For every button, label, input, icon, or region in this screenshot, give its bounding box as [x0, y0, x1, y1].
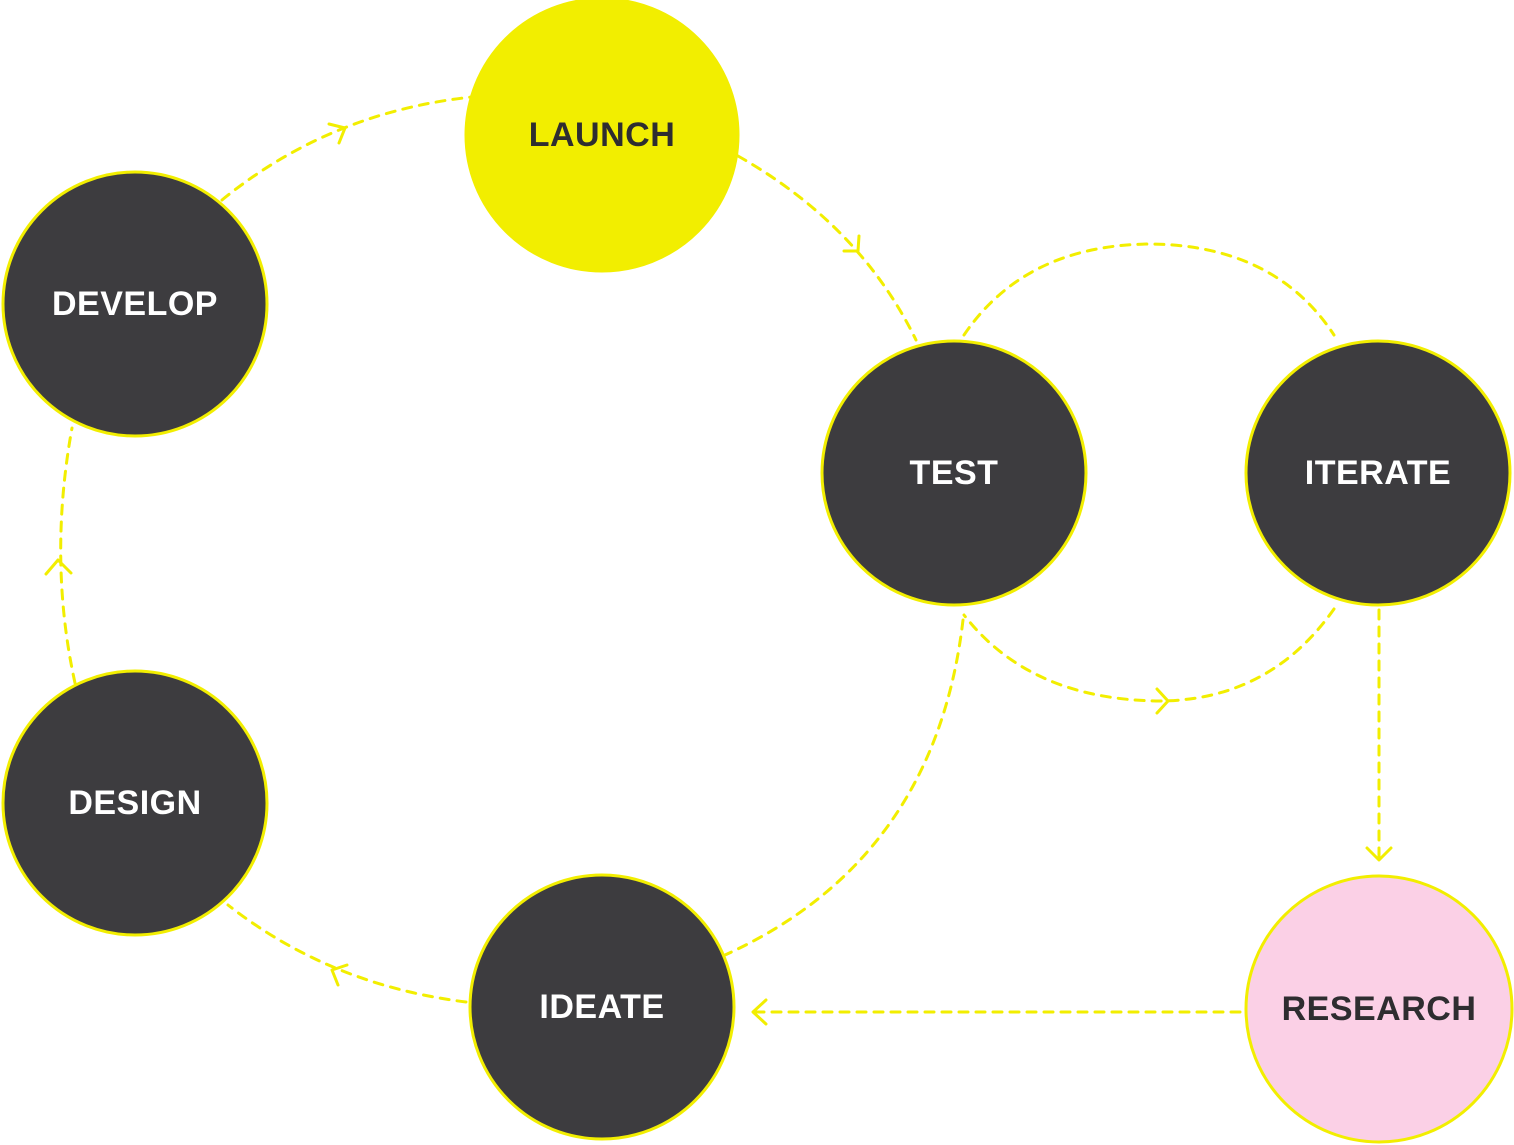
connector-test-to-iterate-top: [962, 242, 1336, 337]
connector-launch-to-test: [736, 154, 918, 342]
node-develop-circle: [1, 170, 269, 438]
node-test-label: TEST: [910, 454, 999, 492]
arrow-head-to-launch-icon: [327, 122, 347, 145]
connector-ideate-to-design: [226, 903, 468, 1004]
node-launch-circle: [464, 0, 740, 273]
node-test[interactable]: TEST: [820, 339, 1088, 607]
node-design-label: DESIGN: [68, 784, 201, 822]
arrow-head-to-develop-icon: [44, 558, 73, 576]
node-ideate-circle: [468, 873, 736, 1141]
arrow-head-to-test-icon: [842, 234, 861, 253]
node-iterate[interactable]: ITERATE: [1244, 339, 1512, 607]
node-test-circle: [820, 339, 1088, 607]
arrow-head-to-design-icon: [330, 963, 349, 987]
node-launch-label: LAUNCH: [529, 116, 676, 154]
node-iterate-circle: [1244, 339, 1512, 607]
arrow-head-bottom-loop-icon: [1155, 687, 1170, 715]
node-ideate[interactable]: IDEATE: [468, 873, 736, 1141]
node-develop-label: DEVELOP: [52, 285, 218, 323]
arrow-heads: [44, 122, 1393, 1026]
connector-iterate-to-test-bottom: [962, 607, 1336, 703]
node-ideate-label: IDEATE: [539, 988, 664, 1026]
node-design[interactable]: DESIGN: [1, 669, 269, 937]
connector-develop-to-launch: [220, 95, 474, 202]
connectors: [59, 95, 1381, 1014]
arrow-head-to-research-icon: [1365, 846, 1393, 862]
arrow-head-to-ideate-icon: [751, 998, 768, 1026]
node-develop[interactable]: DEVELOP: [1, 170, 269, 438]
node-iterate-label: ITERATE: [1305, 454, 1451, 492]
node-research[interactable]: RESEARCH: [1244, 874, 1514, 1144]
node-design-circle: [1, 669, 269, 937]
node-launch[interactable]: LAUNCH: [464, 0, 740, 273]
node-research-label: RESEARCH: [1282, 990, 1477, 1028]
connector-design-to-develop: [59, 426, 77, 685]
node-research-circle: [1244, 874, 1514, 1144]
connector-test-to-ideate: [723, 618, 965, 957]
